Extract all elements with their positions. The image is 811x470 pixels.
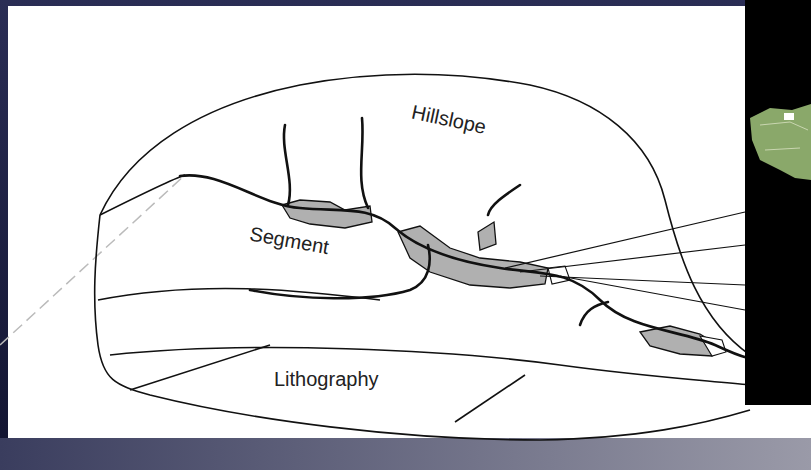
- region-label: Lithography: [272, 368, 381, 390]
